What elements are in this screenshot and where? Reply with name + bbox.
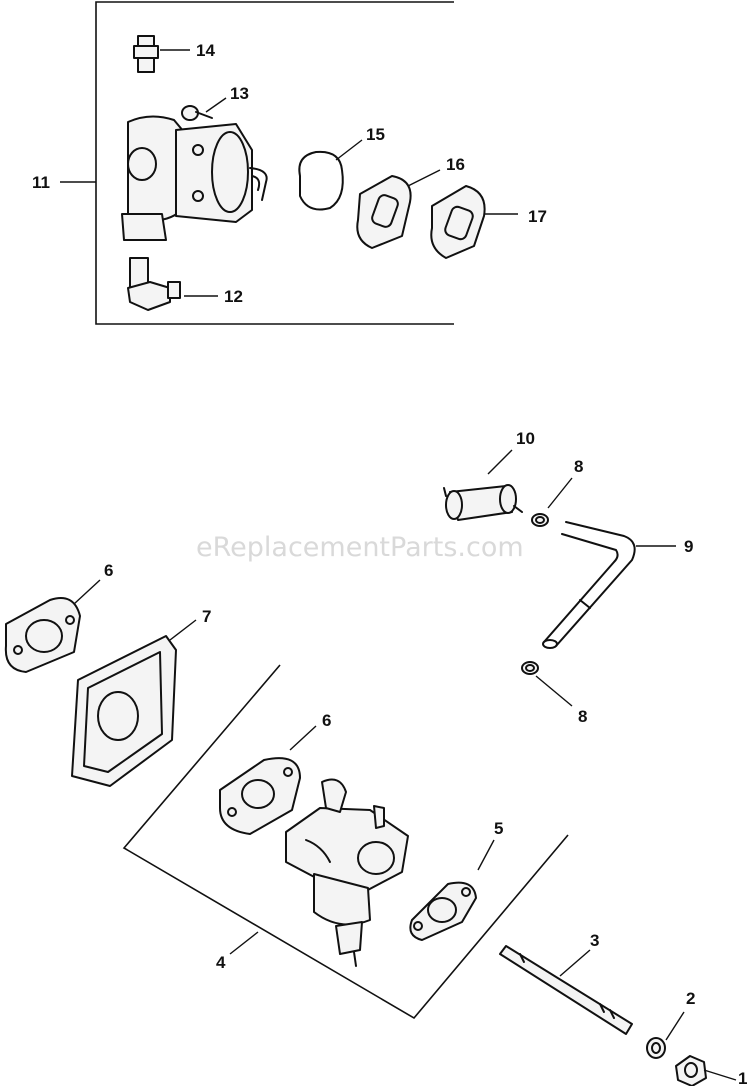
part-6-gasket-left (4, 597, 81, 673)
part-3-stud (499, 945, 633, 1035)
part-12-elbow-fitting (127, 257, 181, 311)
part-13-screw (181, 105, 213, 121)
part-4-carburetor (285, 778, 409, 967)
callout-15: 15 (366, 125, 385, 144)
part-6-gasket-carb (219, 757, 301, 835)
part-11-fuel-pump (121, 115, 268, 241)
part-7-heat-shield (71, 635, 177, 787)
part-14-fitting (133, 35, 159, 73)
callout-13: 13 (230, 84, 249, 103)
callout-16: 16 (446, 155, 465, 174)
callout-3: 3 (590, 931, 599, 950)
callout-6-left: 6 (104, 561, 113, 580)
callout-9: 9 (684, 537, 693, 556)
callout-12: 12 (224, 287, 243, 306)
part-2-washer (646, 1037, 666, 1059)
callout-6-carb: 6 (322, 711, 331, 730)
part-5-gasket (409, 881, 477, 941)
part-1-nut (675, 1055, 707, 1086)
carburetor-group-frame (122, 664, 569, 1020)
part-17-gasket (430, 185, 486, 259)
part-8-clamp-lower (521, 661, 539, 675)
callout-labels: 14 13 11 12 15 16 17 10 8 9 8 6 7 6 5 4 … (32, 41, 747, 1086)
callout-2: 2 (686, 989, 695, 1008)
part-10-fuel-filter (443, 484, 523, 521)
watermark: eReplacementParts.com (196, 532, 524, 563)
callout-10: 10 (516, 429, 535, 448)
part-8-clamp-upper (531, 513, 549, 527)
callout-8-upper: 8 (574, 457, 583, 476)
callout-5: 5 (494, 819, 503, 838)
callout-1: 1 (738, 1069, 747, 1086)
callout-14: 14 (196, 41, 215, 60)
callout-8-lower: 8 (578, 707, 587, 726)
part-9-fuel-hose (542, 521, 636, 649)
leader-lines (60, 49, 737, 1081)
callout-4: 4 (216, 953, 226, 972)
part-15-ring-gasket (298, 150, 344, 211)
callout-11: 11 (32, 173, 50, 192)
part-16-gasket (356, 175, 412, 249)
callout-17: 17 (528, 207, 547, 226)
callout-7: 7 (202, 607, 211, 626)
fuel-pump-group-frame (95, 1, 454, 325)
